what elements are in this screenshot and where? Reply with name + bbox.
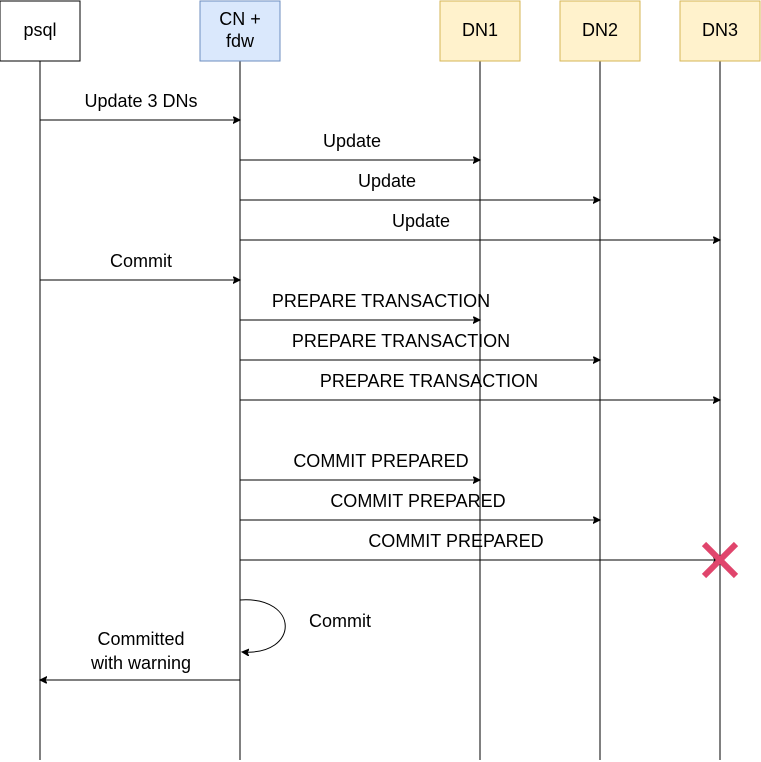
participant-cn: CN +fdw — [199, 0, 281, 62]
participant-psql: psql — [0, 0, 81, 62]
message-1: Update — [240, 131, 480, 160]
message-10: COMMIT PREPARED — [240, 531, 720, 560]
message-label: with warning — [90, 653, 191, 673]
participant-box-dn1 — [439, 0, 521, 62]
message-5: PREPARE TRANSACTION — [240, 291, 490, 320]
message-label: Update — [358, 171, 416, 191]
message-11: Commit — [239, 599, 371, 652]
message-label: Update — [323, 131, 381, 151]
message-12: Committed with warning — [40, 629, 240, 680]
failure-marks — [701, 541, 739, 579]
participant-dn2: DN2 — [559, 0, 641, 62]
message-label: Commit — [110, 251, 172, 271]
participant-label-psql: psql — [23, 20, 56, 40]
message-label: PREPARE TRANSACTION — [272, 291, 490, 311]
participants: psql CN +fdw DN1 DN2 DN3 — [0, 0, 761, 62]
participant-box-cn — [199, 0, 281, 62]
message-label: PREPARE TRANSACTION — [320, 371, 538, 391]
participant-dn1: DN1 — [439, 0, 521, 62]
message-label: PREPARE TRANSACTION — [292, 331, 510, 351]
participant-box-dn2 — [559, 0, 641, 62]
participant-label-cn: fdw — [226, 31, 255, 51]
participant-box-psql — [0, 0, 81, 62]
messages: Update 3 DNsUpdateUpdateUpdateCommitPREP… — [40, 91, 720, 680]
message-label: Committed — [97, 629, 184, 649]
participant-label-dn3: DN3 — [702, 20, 738, 40]
message-label: Update — [392, 211, 450, 231]
message-label: COMMIT PREPARED — [293, 451, 468, 471]
message-2: Update — [240, 171, 600, 200]
participant-box-dn3 — [679, 0, 761, 62]
self-message-arrow — [239, 599, 286, 652]
message-6: PREPARE TRANSACTION — [240, 331, 600, 360]
message-label: Update 3 DNs — [84, 91, 197, 111]
participant-label-cn: CN + — [219, 9, 261, 29]
message-7: PREPARE TRANSACTION — [240, 371, 720, 400]
message-label: COMMIT PREPARED — [368, 531, 543, 551]
x-mark-icon — [701, 541, 739, 579]
message-4: Commit — [40, 251, 240, 280]
participant-label-dn1: DN1 — [462, 20, 498, 40]
message-3: Update — [240, 211, 720, 240]
message-label: COMMIT PREPARED — [330, 491, 505, 511]
message-0: Update 3 DNs — [40, 91, 240, 120]
participant-label-dn2: DN2 — [582, 20, 618, 40]
message-9: COMMIT PREPARED — [240, 491, 600, 520]
lifelines — [39, 61, 721, 760]
message-8: COMMIT PREPARED — [240, 451, 480, 480]
message-label: Commit — [309, 611, 371, 631]
participant-dn3: DN3 — [679, 0, 761, 62]
